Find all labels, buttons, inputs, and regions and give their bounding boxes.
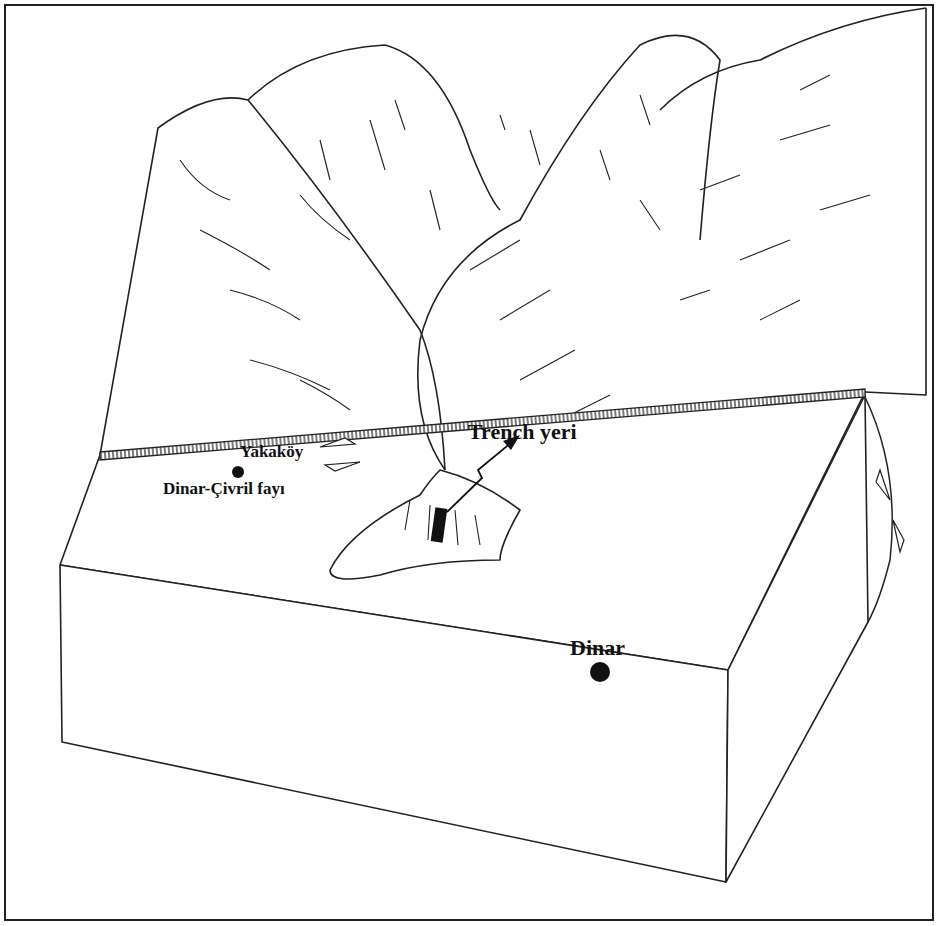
- terrain: [60, 8, 926, 882]
- trench-pointer: [447, 442, 512, 512]
- frame: [5, 5, 933, 920]
- fault-line: [100, 389, 865, 460]
- town-dot: [590, 662, 610, 682]
- motion-arrows: [320, 438, 904, 552]
- fault-label: Dinar-Çivril fayı: [163, 480, 285, 499]
- site-label: Trench yeri: [468, 420, 577, 444]
- slope-hachures: [180, 75, 870, 545]
- trench-marker: [431, 507, 448, 542]
- village-label: Yakaköy: [240, 443, 303, 462]
- village-dot: [232, 466, 244, 478]
- town-label: Dinar: [570, 636, 625, 660]
- fault-trace: [865, 397, 892, 622]
